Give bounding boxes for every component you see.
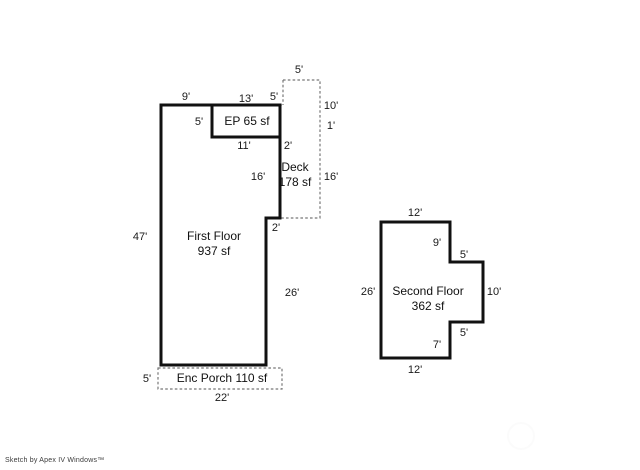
dim-deck-right-upper: 10' bbox=[324, 100, 338, 112]
dim-deck-right-mid: 1' bbox=[327, 120, 335, 132]
faint-circle-watermark bbox=[507, 422, 535, 450]
dim-second-floor-notch-top-step: 5' bbox=[460, 249, 468, 261]
dim-deck-top: 5' bbox=[295, 64, 303, 76]
deck-name-label: Deck bbox=[281, 160, 309, 174]
second-floor-area-label: 362 sf bbox=[412, 299, 445, 313]
second-floor-outline bbox=[379, 220, 485, 360]
second-floor-name-label: Second Floor bbox=[392, 284, 463, 298]
dim-second-floor-bottom: 12' bbox=[408, 364, 422, 376]
dim-first-floor-top-left: 9' bbox=[182, 91, 190, 103]
dim-first-floor-right-notch: 2' bbox=[272, 222, 280, 234]
dim-second-floor-left: 26' bbox=[361, 286, 375, 298]
dim-enc-porch-left: 5' bbox=[143, 373, 151, 385]
enc-porch-outline-dashed bbox=[157, 367, 283, 390]
dim-second-floor-notch-top: 9' bbox=[433, 237, 441, 249]
deck-area-label: 178 sf bbox=[279, 175, 312, 189]
dim-second-floor-notch-bottom-step: 5' bbox=[460, 327, 468, 339]
dim-ep-bottom: 11' bbox=[237, 140, 251, 152]
dim-ep-right-bottom: 2' bbox=[284, 140, 292, 152]
first-floor-outline bbox=[159, 103, 282, 367]
deck-outline-dashed bbox=[280, 79, 321, 219]
dim-deck-left: 16' bbox=[251, 171, 265, 183]
first-floor-area-label: 937 sf bbox=[198, 244, 231, 258]
first-floor-name-label: First Floor bbox=[187, 229, 241, 243]
dim-first-floor-left: 47' bbox=[133, 231, 147, 243]
enc-porch-label: Enc Porch 110 sf bbox=[177, 371, 268, 385]
dim-first-floor-right: 26' bbox=[285, 287, 299, 299]
sketch-credit-watermark: Sketch by Apex IV Windows™ bbox=[5, 457, 104, 464]
dim-deck-right-lower: 16' bbox=[324, 171, 338, 183]
dim-ep-left: 5' bbox=[195, 116, 203, 128]
ep-label: EP 65 sf bbox=[224, 114, 270, 128]
dim-second-floor-top: 12' bbox=[408, 207, 422, 219]
dim-second-floor-notch-right: 10' bbox=[487, 286, 501, 298]
dim-ep-right-top: 5' bbox=[270, 91, 278, 103]
dim-second-floor-notch-bottom: 7' bbox=[433, 339, 441, 351]
dim-ep-top: 13' bbox=[239, 93, 253, 105]
dim-enc-porch-bottom: 22' bbox=[215, 392, 229, 404]
